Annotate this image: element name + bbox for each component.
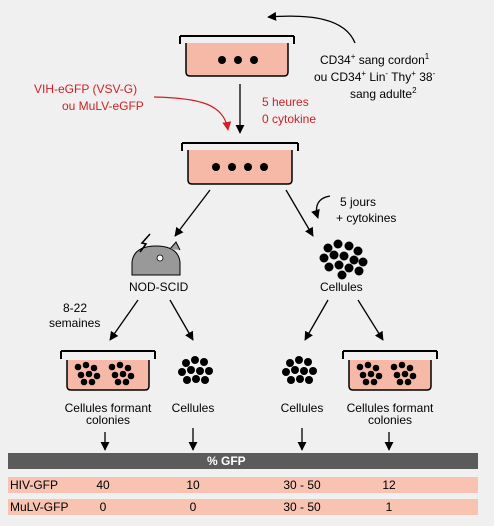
cell-cluster-right xyxy=(319,239,368,280)
arrow-cells-to-cells xyxy=(304,299,329,341)
duration-weeks: 8-22 xyxy=(63,301,87,315)
vector-line-2: ou MuLV-eGFP xyxy=(62,99,144,113)
vector-arrow xyxy=(153,96,232,131)
cell-mulv-cfc-right: 1 xyxy=(386,500,393,514)
cfc-dish-left xyxy=(60,350,156,391)
arrow-cells-to-cfc xyxy=(357,299,384,341)
branch-arrow-left xyxy=(174,189,211,237)
cell-mulv-cells-right: 30 - 50 xyxy=(283,500,321,514)
vector-line-1: VIH-eGFP (VSV-G) xyxy=(34,82,137,96)
cell-hiv-cfc-right: 12 xyxy=(382,478,396,492)
culture-cytokines: + cytokines xyxy=(336,211,396,225)
row-label-mulv: MuLV-GFP xyxy=(10,500,68,514)
culture-arrow xyxy=(311,195,331,219)
cell-hiv-cells-left: 10 xyxy=(186,478,200,492)
cells-left-label: Cellules xyxy=(172,401,215,415)
table-header: % GFP xyxy=(207,454,246,468)
transduction-time: 5 heures xyxy=(262,95,309,109)
cfc-left-line-1: Cellules formant xyxy=(65,401,152,415)
arrow-mouse-to-cfc xyxy=(109,299,139,341)
source-line-2: ou CD34+ Lin- Thy+ 38- xyxy=(314,69,436,84)
cell-hiv-cells-right: 30 - 50 xyxy=(283,478,321,492)
source-line-3: sang adulte2 xyxy=(350,86,417,101)
mouse-icon xyxy=(131,233,181,276)
gfp-table: % GFP HIV-GFP 40 10 30 - 50 12 MuLV-GFP … xyxy=(8,453,478,515)
cells-label-right: Cellules xyxy=(320,280,363,294)
row-label-hiv: HIV-GFP xyxy=(10,478,58,492)
table-row xyxy=(8,499,478,515)
cell-cluster-middle-right xyxy=(282,356,317,384)
source-arrow xyxy=(267,11,356,44)
middle-culture-dish xyxy=(181,142,299,185)
cfc-left-line-2: colonies xyxy=(86,413,130,427)
culture-duration: 5 jours xyxy=(340,195,376,209)
cell-mulv-cfc-left: 0 xyxy=(100,500,107,514)
table-row xyxy=(8,477,478,493)
cell-cluster-left xyxy=(178,356,213,384)
cfc-right-line-2: colonies xyxy=(368,413,412,427)
branch-arrow-right xyxy=(285,189,314,237)
cfc-dish-right xyxy=(342,350,438,391)
cells-right-label: Cellules xyxy=(281,401,324,415)
top-culture-dish xyxy=(179,35,295,77)
cell-hiv-cfc-left: 40 xyxy=(96,478,110,492)
nod-scid-label: NOD-SCID xyxy=(129,280,189,294)
cfc-right-line-1: Cellules formant xyxy=(347,401,434,415)
arrow-mouse-to-cells xyxy=(169,299,194,341)
transduction-cytokine: 0 cytokine xyxy=(262,112,316,126)
source-line-1: CD34+ sang cordon1 xyxy=(320,52,430,67)
table-header-bar xyxy=(8,453,478,469)
duration-label: semaines xyxy=(49,316,100,330)
cell-mulv-cells-left: 0 xyxy=(190,500,197,514)
